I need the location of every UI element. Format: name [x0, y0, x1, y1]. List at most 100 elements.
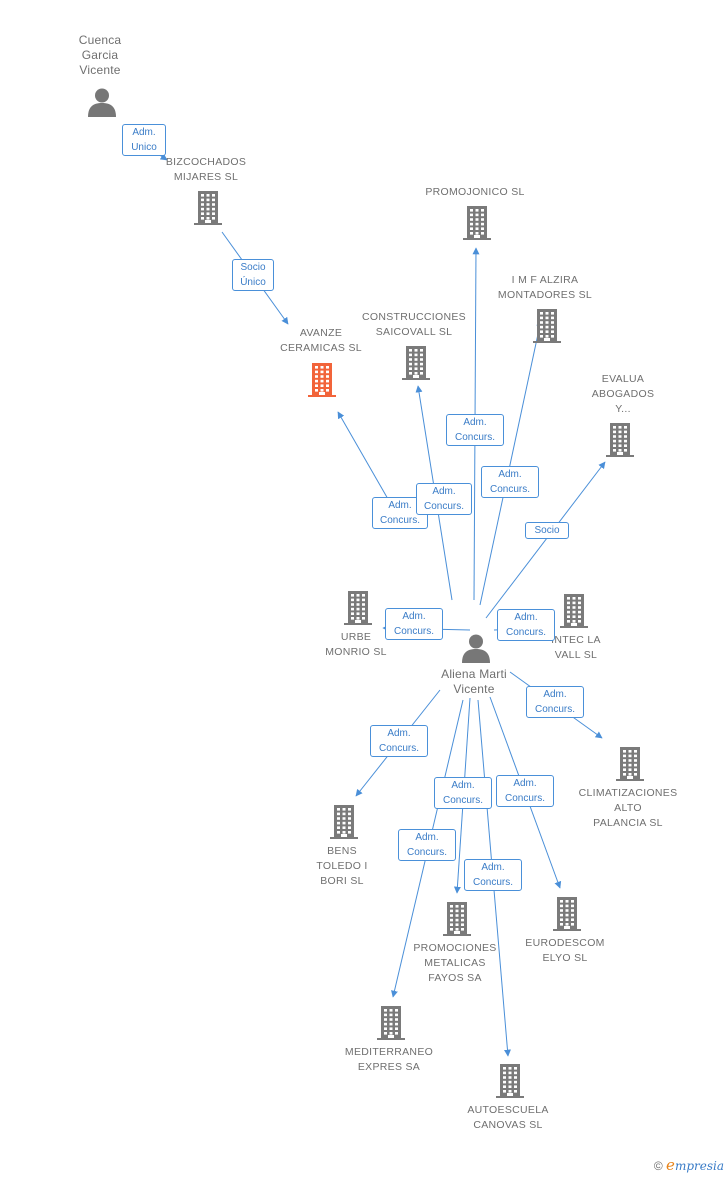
- badge-text: Unico: [131, 142, 157, 153]
- badge-text: Adm.: [432, 486, 456, 497]
- badge-text: Concurs.: [379, 515, 420, 526]
- badge-text: Adm.: [388, 500, 412, 511]
- building-icon[interactable]: [344, 591, 372, 625]
- label-line: METALICAS: [424, 957, 486, 969]
- badge-text: Concurs.: [378, 743, 419, 754]
- company-label-mediterraneo[interactable]: MEDITERRANEO EXPRES SA: [345, 1045, 433, 1075]
- building-icon[interactable]: [606, 423, 634, 457]
- building-icon[interactable]: [443, 902, 471, 936]
- building-icon[interactable]: [533, 309, 561, 343]
- person-node-aliena[interactable]: [461, 633, 491, 663]
- label-line: ALTO: [614, 802, 642, 814]
- label-line: BENS: [327, 845, 357, 857]
- label-line: FAYOS SA: [428, 972, 482, 984]
- person-icon[interactable]: [461, 633, 491, 663]
- relation-badge-bizcochados[interactable]: Adm.Unico: [122, 124, 166, 156]
- badge-text: Adm.: [451, 780, 475, 791]
- badge-text: Adm.: [543, 689, 567, 700]
- building-icon[interactable]: [308, 363, 336, 397]
- person-icon[interactable]: [87, 87, 117, 117]
- badge-text: Adm.: [463, 417, 487, 428]
- relation-badge-imf[interactable]: Adm. Concurs.: [481, 466, 539, 498]
- company-label-promociones[interactable]: PROMOCIONES METALICAS FAYOS SA: [413, 941, 496, 986]
- company-node-avanze[interactable]: [308, 363, 336, 397]
- company-label-promojonico[interactable]: PROMOJONICO SL: [425, 185, 524, 200]
- building-icon[interactable]: [377, 1006, 405, 1040]
- badge-text: Concurs.: [442, 795, 483, 806]
- company-node-urbe[interactable]: [344, 591, 372, 625]
- badge-text: Socio: [240, 262, 266, 273]
- label-line: CERAMICAS SL: [280, 342, 362, 354]
- company-node-autoescuela[interactable]: [496, 1064, 524, 1098]
- badge-text: Adm.: [387, 728, 411, 739]
- company-node-eurodescom[interactable]: [553, 897, 581, 931]
- person-node-cuenca[interactable]: [87, 87, 117, 117]
- empresia-logo[interactable]: © empresia: [654, 1156, 724, 1174]
- relation-badge-construcciones[interactable]: Adm.Concurs.: [416, 483, 472, 515]
- relation-badge-promojonico[interactable]: Adm. Concurs.: [446, 414, 504, 446]
- company-node-evalua[interactable]: [606, 423, 634, 457]
- relation-badge-climatizaciones[interactable]: Adm.Concurs.: [526, 686, 584, 718]
- building-icon[interactable]: [560, 594, 588, 628]
- badge-text: Adm.: [402, 611, 426, 622]
- label-line: I M F ALZIRA: [511, 274, 579, 286]
- relation-badge-intec[interactable]: Adm.Concurs.: [497, 609, 555, 641]
- building-icon[interactable]: [194, 191, 222, 225]
- badge-text: Adm.: [514, 612, 538, 623]
- building-icon[interactable]: [616, 747, 644, 781]
- label-line: CANOVAS SL: [473, 1119, 543, 1131]
- company-node-promociones[interactable]: [443, 902, 471, 936]
- relation-badge-autoescuela[interactable]: Adm.Concurs.: [464, 859, 522, 891]
- relation-badge-bens[interactable]: Adm. Concurs.: [370, 725, 428, 757]
- company-node-construcciones[interactable]: [402, 346, 430, 380]
- company-node-bizcochados[interactable]: [194, 191, 222, 225]
- company-node-promojonico[interactable]: [463, 206, 491, 240]
- badge-text: Concurs.: [454, 432, 495, 443]
- label-line: BIZCOCHADOS: [165, 156, 247, 168]
- relation-badge-eurodescom[interactable]: Adm. Concurs.: [496, 775, 554, 807]
- company-node-intec[interactable]: [560, 594, 588, 628]
- badge-text: Concurs.: [504, 793, 545, 804]
- badge-text: Concurs.: [489, 484, 530, 495]
- label-line: PROMOCIONES: [413, 942, 497, 954]
- badge-text: Adm.: [513, 778, 537, 789]
- label-line: PROMOJONICO SL: [425, 186, 525, 198]
- relation-badge-mediterraneo[interactable]: Adm.Concurs.: [398, 829, 456, 861]
- badge-text: Adm.: [481, 862, 505, 873]
- relation-edge-evalua: [485, 461, 606, 619]
- company-node-mediterraneo[interactable]: [377, 1006, 405, 1040]
- label-line: BORI SL: [320, 875, 364, 887]
- company-node-bens[interactable]: [330, 805, 358, 839]
- building-icon[interactable]: [553, 897, 581, 931]
- badge-text: Concurs.: [393, 626, 434, 637]
- building-icon[interactable]: [496, 1064, 524, 1098]
- building-icon[interactable]: [330, 805, 358, 839]
- label-line: MEDITERRANEO: [344, 1046, 434, 1058]
- company-node-climatizaciones[interactable]: [616, 747, 644, 781]
- badge-text: Adm.: [415, 832, 439, 843]
- label-line: EXPRES SA: [357, 1061, 421, 1073]
- relation-badge-urbe[interactable]: Adm. Concurs.: [385, 608, 443, 640]
- badge-text: Adm.: [498, 469, 522, 480]
- label-line: INTEC LA: [551, 634, 601, 646]
- relation-badge-promociones[interactable]: Adm. Concurs.: [434, 777, 492, 809]
- company-node-imf[interactable]: [533, 309, 561, 343]
- building-icon[interactable]: [463, 206, 491, 240]
- relation-badge-evalua[interactable]: Socio: [525, 522, 569, 539]
- building-icon[interactable]: [402, 346, 430, 380]
